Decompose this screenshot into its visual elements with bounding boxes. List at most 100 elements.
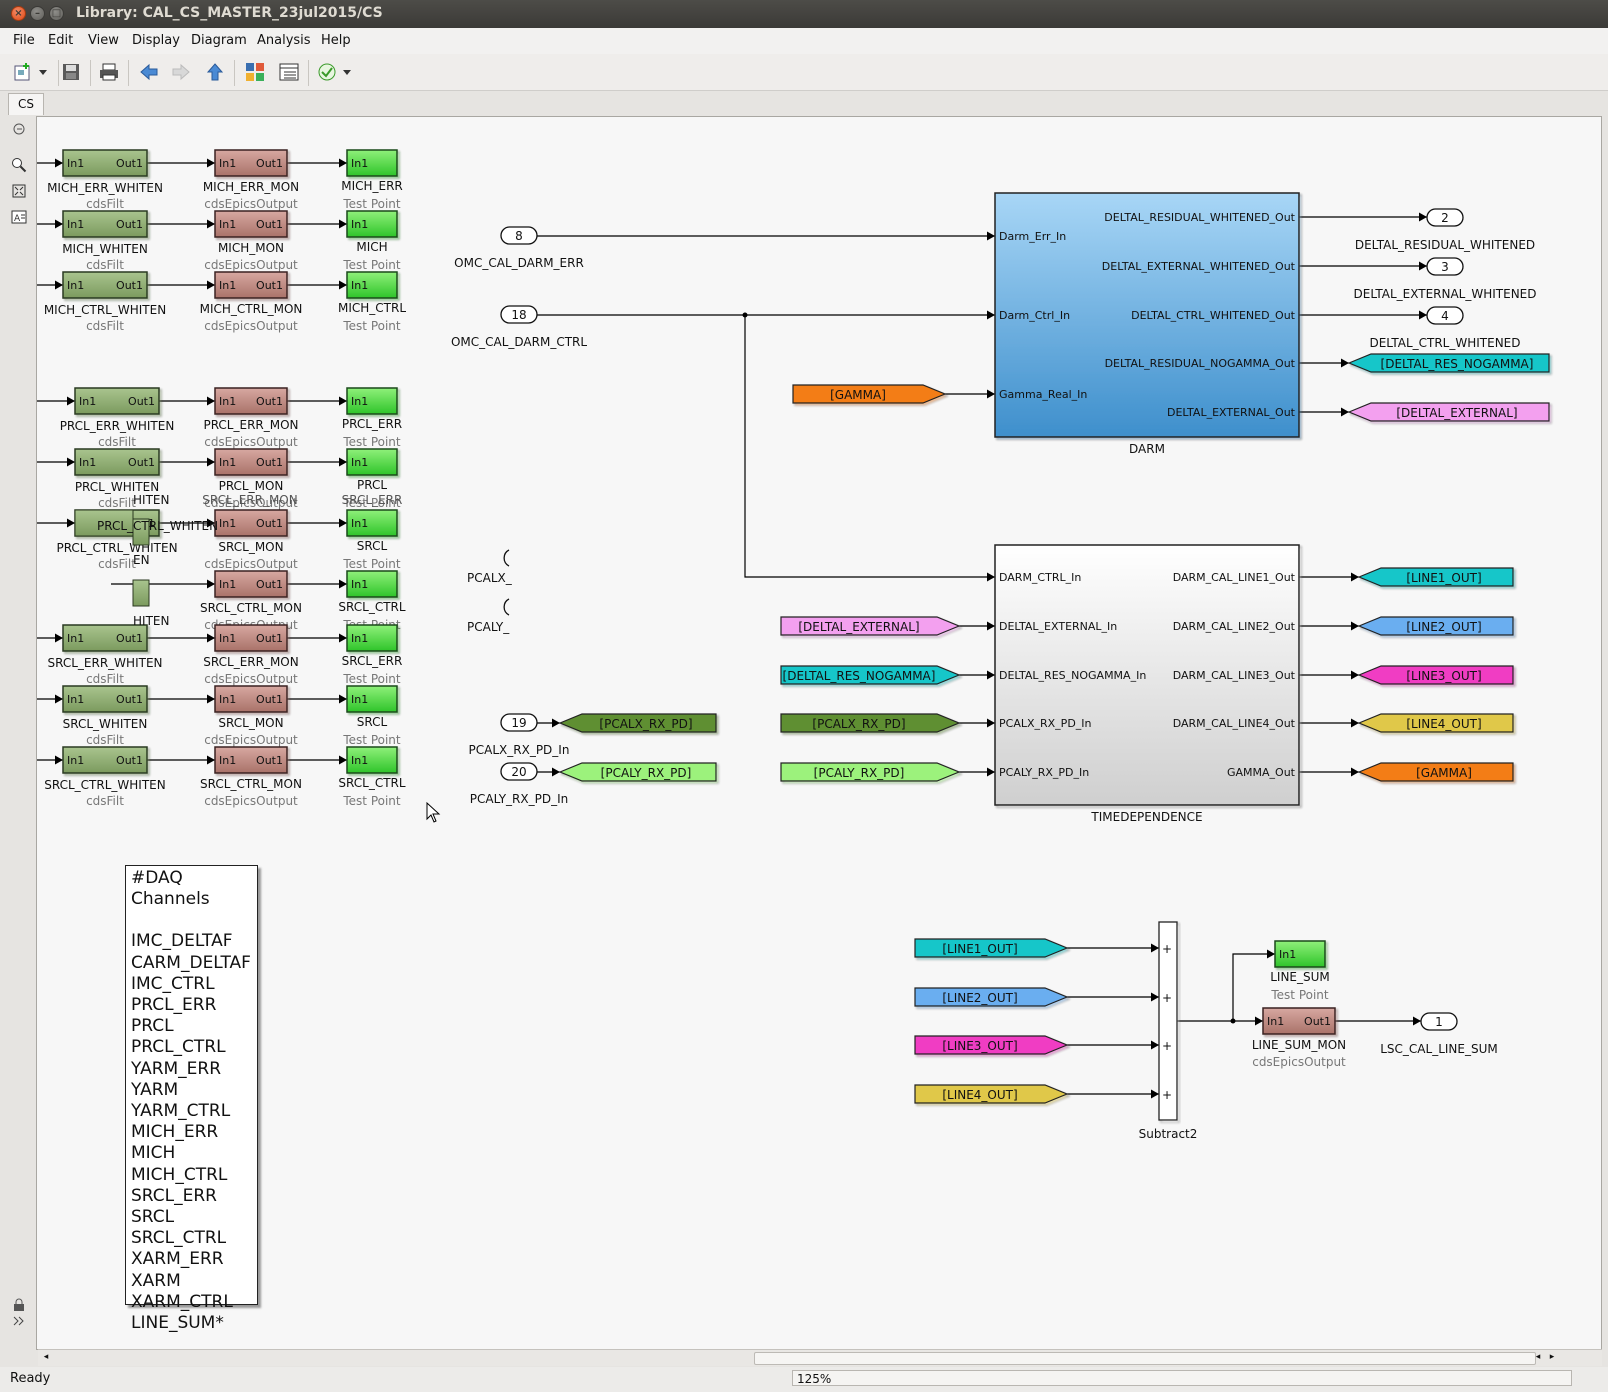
back-icon[interactable] bbox=[136, 60, 162, 84]
close-window-button[interactable]: × bbox=[11, 6, 26, 21]
testpoint-block[interactable] bbox=[346, 624, 398, 652]
expand-palette-icon[interactable] bbox=[10, 1312, 28, 1330]
testpoint-block[interactable] bbox=[1274, 940, 1326, 968]
sum-block[interactable] bbox=[1158, 921, 1178, 1121]
outport-block[interactable] bbox=[1420, 1012, 1458, 1031]
menu-file[interactable]: File bbox=[13, 33, 35, 48]
menu-diagram[interactable]: Diagram bbox=[191, 33, 247, 48]
port-label-out1: Out1 bbox=[256, 279, 283, 292]
tag-block[interactable] bbox=[780, 616, 961, 636]
inport-block[interactable] bbox=[500, 226, 538, 245]
maximize-window-button[interactable]: □ bbox=[49, 6, 64, 21]
testpoint-block[interactable] bbox=[346, 570, 398, 598]
annotation-icon[interactable]: A bbox=[10, 208, 28, 226]
cdsepicsoutput-block[interactable] bbox=[214, 509, 288, 537]
print-icon[interactable] bbox=[96, 60, 122, 84]
tag-block[interactable] bbox=[792, 384, 947, 404]
menu-display[interactable]: Display bbox=[132, 33, 180, 48]
cdsfilt-block[interactable] bbox=[62, 746, 148, 774]
scroll-left-end-icon[interactable]: ◂ bbox=[1535, 1352, 1541, 1362]
tab-cs[interactable]: CS bbox=[8, 93, 44, 115]
tag-block[interactable] bbox=[1347, 402, 1550, 422]
inport-block[interactable] bbox=[500, 305, 538, 324]
tag-block[interactable] bbox=[1357, 616, 1514, 636]
tag-block[interactable] bbox=[914, 938, 1069, 958]
menu-analysis[interactable]: Analysis bbox=[257, 33, 311, 48]
minimize-window-button[interactable]: – bbox=[30, 6, 45, 21]
up-icon[interactable] bbox=[202, 60, 228, 84]
library-browser-icon[interactable] bbox=[242, 60, 268, 84]
cdsfilt-block[interactable] bbox=[62, 271, 148, 299]
subsystem-output-label: DELTAL_EXTERNAL_WHITENED_Out bbox=[1102, 260, 1296, 273]
darm-subsystem-block[interactable] bbox=[994, 192, 1300, 438]
cdsfilt-block[interactable] bbox=[74, 448, 160, 476]
new-model-icon[interactable] bbox=[10, 60, 36, 84]
hide-show-browser-icon[interactable] bbox=[10, 120, 28, 138]
inport-block[interactable] bbox=[500, 762, 538, 781]
menu-view[interactable]: View bbox=[88, 33, 119, 48]
arrowhead bbox=[339, 219, 347, 229]
tag-block[interactable] bbox=[1347, 353, 1550, 373]
cdsfilt-block[interactable] bbox=[74, 387, 160, 415]
tag-block[interactable] bbox=[780, 665, 961, 685]
check-dropdown-icon[interactable] bbox=[340, 60, 354, 84]
block-type: cdsFilt bbox=[98, 557, 136, 571]
zoom-icon[interactable] bbox=[10, 156, 28, 174]
fit-to-view-icon[interactable] bbox=[10, 182, 28, 200]
menu-edit[interactable]: Edit bbox=[48, 33, 74, 48]
arrowhead bbox=[987, 718, 995, 728]
testpoint-block[interactable] bbox=[346, 746, 398, 774]
outport-block[interactable] bbox=[1426, 208, 1464, 227]
testpoint-block[interactable] bbox=[346, 387, 398, 415]
menu-help[interactable]: Help bbox=[321, 33, 351, 48]
model-explorer-icon[interactable] bbox=[276, 60, 302, 84]
tag-block[interactable] bbox=[914, 1084, 1069, 1104]
testpoint-block[interactable] bbox=[346, 509, 398, 537]
tag-block[interactable] bbox=[914, 987, 1069, 1007]
tag-block[interactable] bbox=[1357, 713, 1514, 733]
tag-block[interactable] bbox=[1357, 762, 1514, 782]
cdsepicsoutput-block[interactable] bbox=[214, 685, 288, 713]
tag-block[interactable] bbox=[1357, 665, 1514, 685]
horizontal-scrollbar[interactable]: ◂ ◂ ▸ bbox=[38, 1349, 1602, 1366]
testpoint-block[interactable] bbox=[346, 271, 398, 299]
cdsfilt-block[interactable] bbox=[62, 624, 148, 652]
testpoint-block[interactable] bbox=[346, 448, 398, 476]
tag-label: [LINE2_OUT] bbox=[1406, 620, 1481, 634]
cdsepicsoutput-block[interactable] bbox=[214, 624, 288, 652]
scrollbar-thumb[interactable] bbox=[754, 1352, 1536, 1365]
cdsepicsoutput-block[interactable] bbox=[214, 387, 288, 415]
save-icon[interactable] bbox=[58, 60, 84, 84]
tag-block[interactable] bbox=[1357, 567, 1514, 587]
testpoint-block[interactable] bbox=[346, 685, 398, 713]
tag-block[interactable] bbox=[558, 762, 717, 782]
inport-block[interactable] bbox=[500, 713, 538, 732]
cdsepicsoutput-block[interactable] bbox=[214, 210, 288, 238]
cdsfilt-block[interactable] bbox=[62, 210, 148, 238]
port-label-in1: In1 bbox=[67, 218, 84, 231]
tag-block[interactable] bbox=[780, 762, 961, 782]
cdsepicsoutput-block[interactable] bbox=[1262, 1007, 1336, 1035]
cdsepicsoutput-block[interactable] bbox=[214, 149, 288, 177]
timedependence-subsystem-block[interactable] bbox=[994, 544, 1300, 806]
cdsepicsoutput-block[interactable] bbox=[214, 746, 288, 774]
scroll-left-icon[interactable]: ◂ bbox=[43, 1352, 49, 1362]
forward-icon[interactable] bbox=[168, 60, 194, 84]
cdsepicsoutput-block[interactable] bbox=[214, 271, 288, 299]
cdsfilt-block[interactable] bbox=[62, 149, 148, 177]
cdsepicsoutput-block[interactable] bbox=[214, 570, 288, 598]
outport-block[interactable] bbox=[1426, 306, 1464, 325]
testpoint-block[interactable] bbox=[346, 210, 398, 238]
testpoint-block[interactable] bbox=[346, 149, 398, 177]
tag-block[interactable] bbox=[780, 713, 961, 733]
tag-block[interactable] bbox=[914, 1035, 1069, 1055]
scroll-right-icon[interactable]: ▸ bbox=[1549, 1352, 1555, 1362]
new-model-dropdown-icon[interactable] bbox=[36, 60, 50, 84]
tag-block[interactable] bbox=[558, 713, 717, 733]
outport-block[interactable] bbox=[1426, 257, 1464, 276]
check-icon[interactable] bbox=[314, 60, 340, 84]
daq-channels-annotation[interactable]: #DAQ Channels IMC_DELTAF CARM_DELTAF IMC… bbox=[125, 865, 258, 1333]
cdsfilt-block[interactable] bbox=[62, 685, 148, 713]
cdsepicsoutput-block[interactable] bbox=[214, 448, 288, 476]
